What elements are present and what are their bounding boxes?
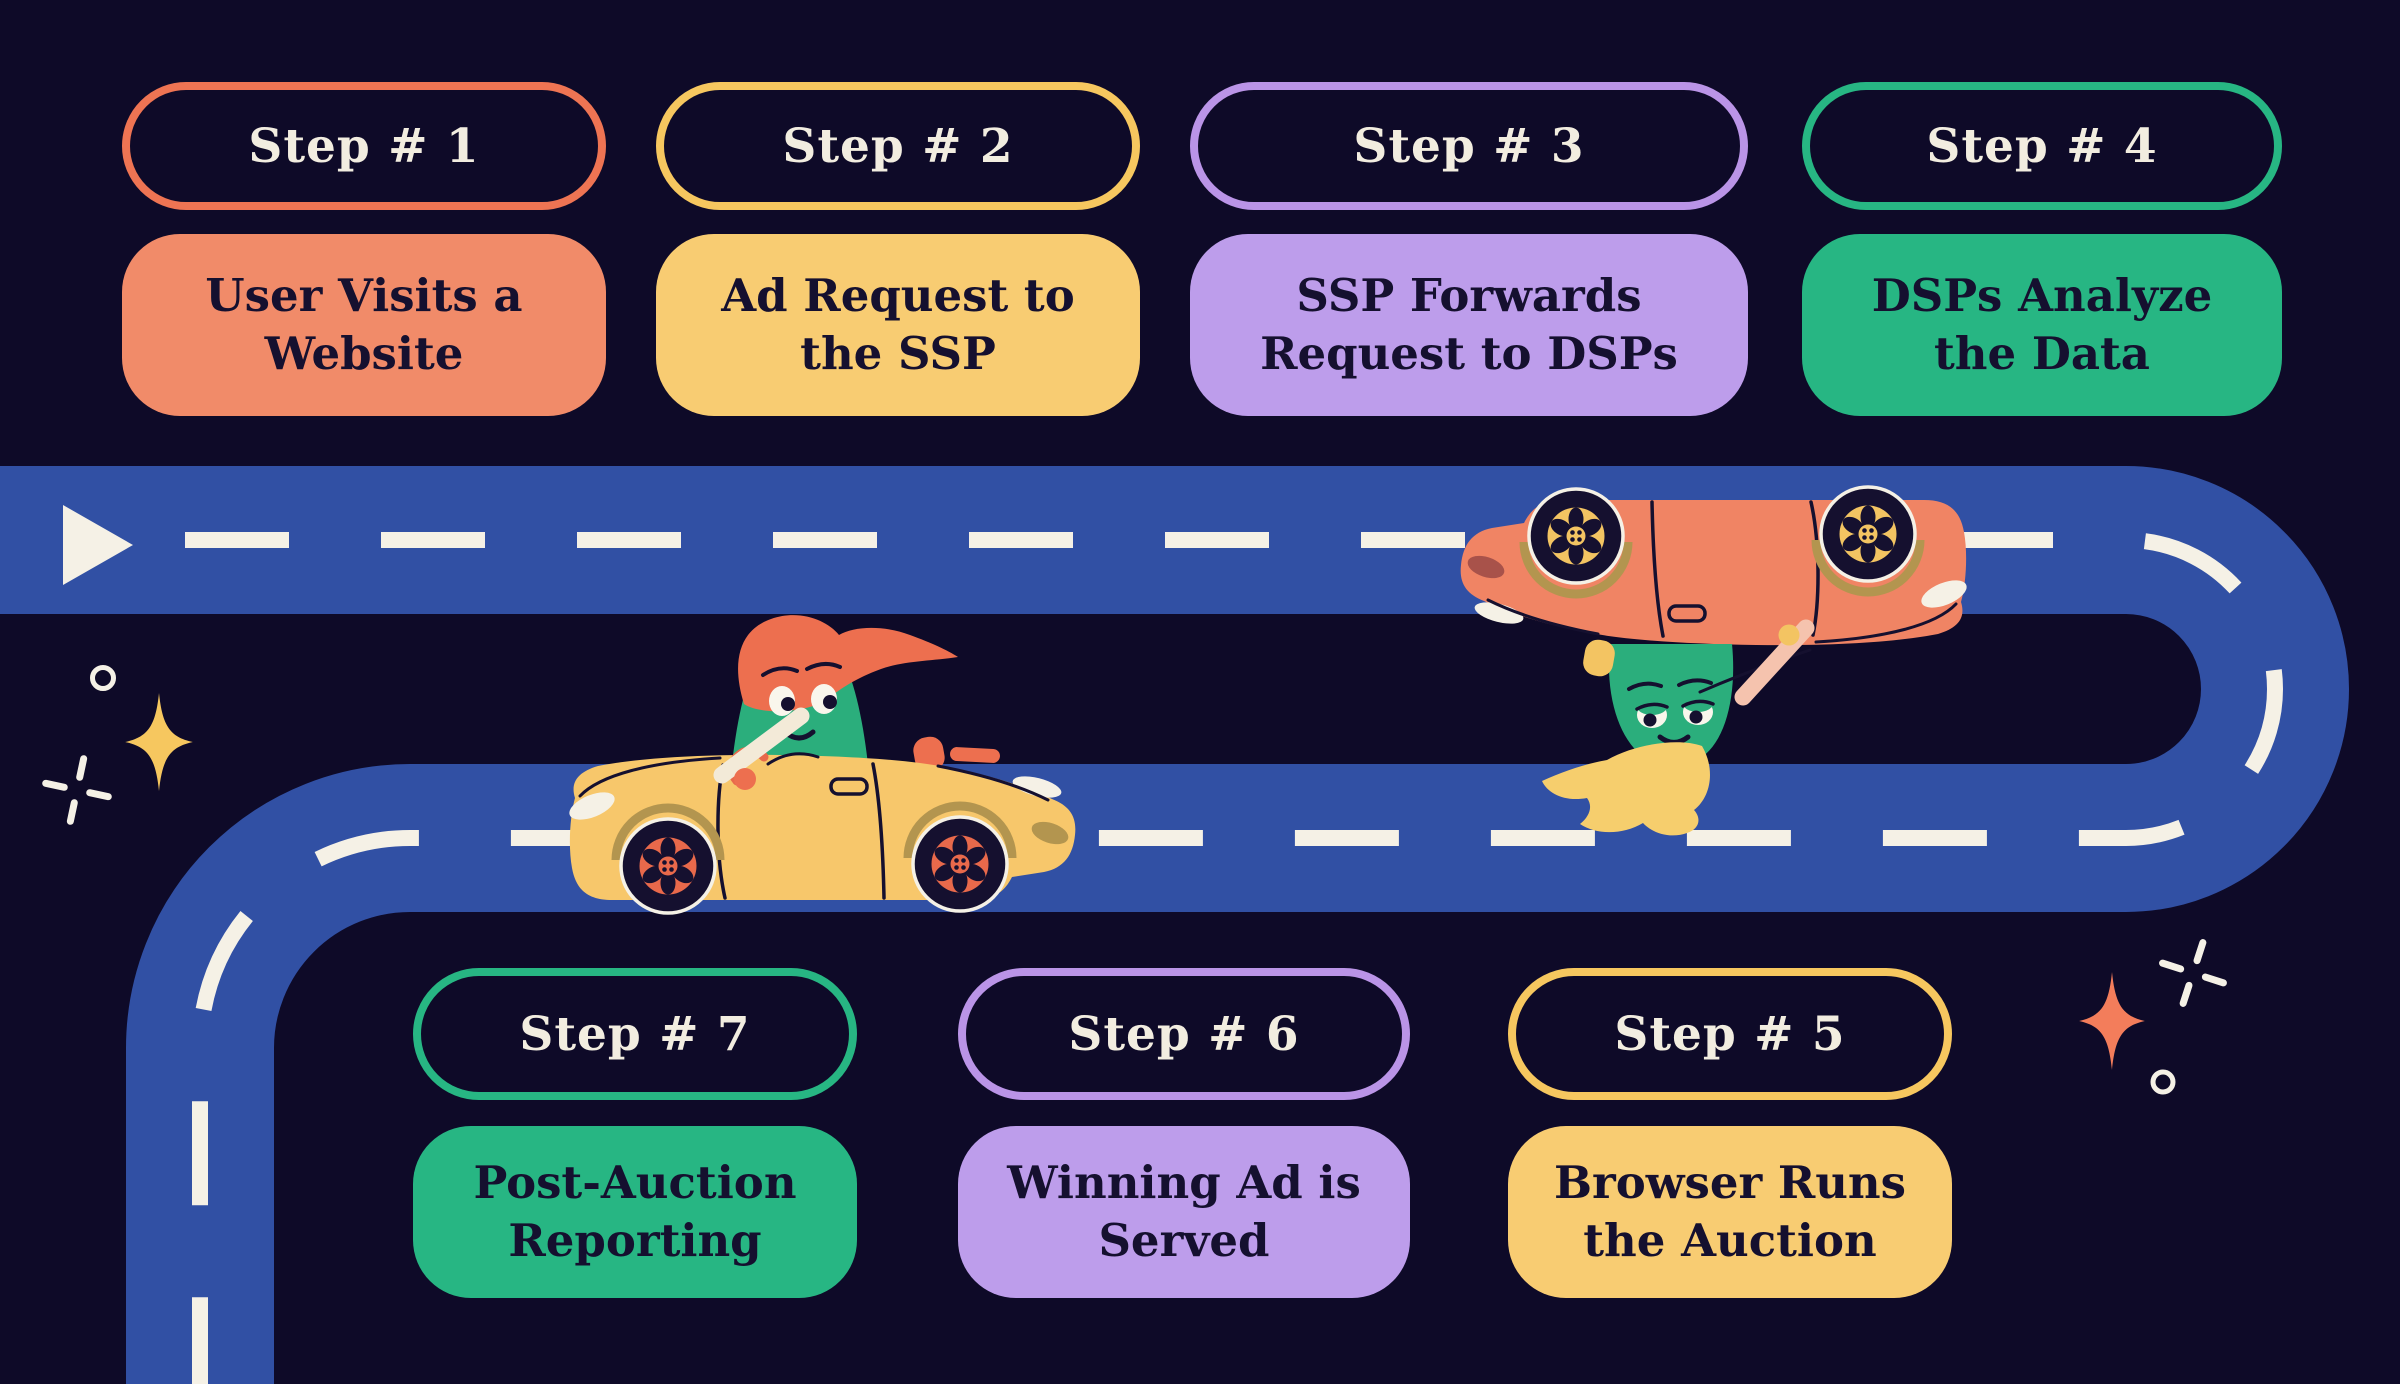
step-6-title-box: Winning Ad is Served — [958, 1126, 1410, 1298]
step-3-title-box: SSP Forwards Request to DSPs — [1190, 234, 1748, 416]
character-eyelid-lines — [1635, 699, 1715, 711]
character-hair — [1542, 742, 1710, 836]
step-7-label-pill: Step # 7 — [413, 968, 857, 1100]
play-icon — [63, 505, 133, 585]
car-body — [1461, 487, 1971, 645]
step-6-label-pill: Step # 6 — [958, 968, 1410, 1100]
character-head — [1608, 644, 1734, 766]
character-eyebrows — [761, 662, 842, 677]
hanging-character — [1542, 644, 1734, 836]
four-point-star-icon — [2079, 972, 2145, 1070]
character-hand — [1778, 624, 1800, 646]
sparkle-group-left — [39, 665, 193, 828]
step-6-label: Step # 6 — [1068, 1006, 1300, 1062]
road-center-line — [185, 532, 2283, 1384]
step-2-label: Step # 2 — [782, 118, 1014, 174]
character-pupil — [1689, 710, 1703, 724]
step-1-label-pill: Step # 1 — [122, 82, 606, 210]
plus-sparkle-icon — [2153, 933, 2234, 1014]
plus-sparkle-icon — [39, 752, 115, 828]
far-windshield-frame — [950, 747, 1000, 763]
windshield — [713, 707, 810, 784]
step-4-label-pill: Step # 4 — [1802, 82, 2282, 210]
seat-headrest — [913, 736, 945, 772]
steering-linkage — [1698, 648, 1812, 694]
step-4-label: Step # 4 — [1926, 118, 2158, 174]
step-4-title-box: DSPs Analyze the Data — [1802, 234, 2282, 416]
step-5-label-pill: Step # 5 — [1508, 968, 1952, 1100]
sparkle-group-right — [2079, 933, 2234, 1095]
ring-circle-icon — [90, 665, 116, 691]
step-3-label-pill: Step # 3 — [1190, 82, 1748, 210]
character-pupil — [823, 695, 837, 709]
character-pupil — [781, 697, 795, 711]
step-5-title-box: Browser Runs the Auction — [1508, 1126, 1952, 1298]
step-1-title-box: User Visits a Website — [122, 234, 606, 416]
step-7-title-box: Post-Auction Reporting — [413, 1126, 857, 1298]
four-point-star-icon — [125, 693, 193, 791]
ring-circle-icon — [2150, 1069, 2176, 1095]
yellow-car — [566, 615, 1076, 913]
step-5-label: Step # 5 — [1614, 1006, 1846, 1062]
character-hair — [738, 615, 958, 712]
step-7-label: Step # 7 — [519, 1006, 751, 1062]
character-hand — [734, 768, 756, 790]
orange-flipped-car — [1461, 487, 1971, 836]
steering-linkage — [766, 752, 820, 766]
step-2-title-box: Ad Request to the SSP — [656, 234, 1140, 416]
character-pupil — [1643, 713, 1657, 727]
seat-headrest — [1583, 639, 1615, 677]
step-3-label: Step # 3 — [1353, 118, 1585, 174]
character-eyebrows — [1627, 678, 1713, 691]
step-2-label-pill: Step # 2 — [656, 82, 1140, 210]
step-1-label: Step # 1 — [248, 118, 480, 174]
